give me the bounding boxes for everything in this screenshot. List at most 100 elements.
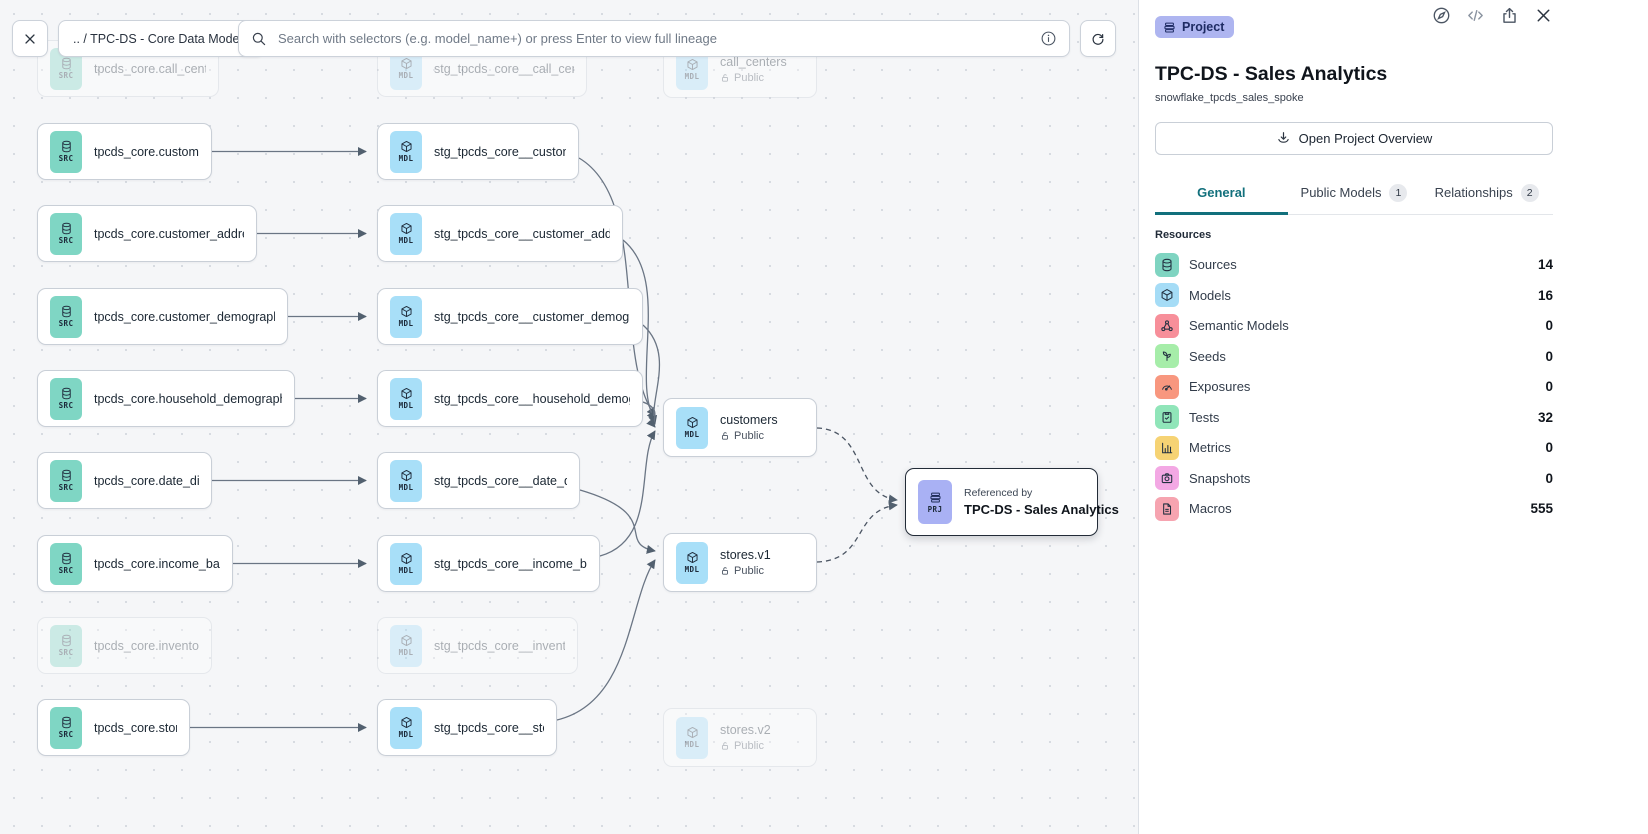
share-button[interactable]: [1500, 6, 1519, 25]
node-label: tpcds_core.inventory: [94, 638, 199, 653]
macro-icon: [1155, 496, 1179, 521]
resource-row-snapshots[interactable]: Snapshots 0: [1155, 463, 1553, 494]
node-label: stores.v2: [720, 723, 771, 737]
access-badge: Public: [720, 565, 771, 577]
graph-node-stg-customer-address[interactable]: MDL stg_tpcds_core__customer_address: [377, 205, 623, 262]
semantic-model-icon: [1155, 313, 1179, 338]
graph-node-stg-customer[interactable]: MDL stg_tpcds_core__customer: [377, 123, 579, 180]
node-type-label: SRC: [58, 71, 74, 80]
node-type-label: SRC: [58, 236, 74, 245]
node-type-label: MDL: [398, 730, 414, 739]
node-type-label: SRC: [58, 483, 74, 492]
node-type-label: SRC: [58, 648, 74, 657]
resource-count: 0: [1545, 470, 1553, 486]
close-lineage-button[interactable]: [12, 20, 48, 57]
refresh-icon: [1092, 33, 1104, 45]
resource-count: 32: [1537, 409, 1553, 425]
tab-general[interactable]: General: [1155, 175, 1288, 215]
node-label: stg_tpcds_core__customer_address: [434, 226, 610, 241]
model-icon: MDL: [676, 541, 708, 584]
graph-node-src-customer-address[interactable]: SRC tpcds_core.customer_address: [37, 205, 257, 262]
project-icon: PRJ: [918, 480, 952, 524]
project-icon: [1164, 22, 1175, 32]
node-label: tpcds_core.customer_demographics: [94, 309, 275, 324]
public-label: Public: [734, 71, 764, 84]
graph-node-src-inventory[interactable]: SRC tpcds_core.inventory: [37, 617, 212, 674]
graph-node-stores-v1[interactable]: MDL stores.v1 Public: [663, 533, 817, 592]
view-code-button[interactable]: [1466, 6, 1485, 25]
node-label: call_centers: [720, 54, 787, 69]
node-label: stg_tpcds_core__call_center: [434, 61, 574, 76]
graph-node-referenced-project[interactable]: PRJ Referenced by TPC-DS - Sales Analyti…: [905, 468, 1119, 536]
resource-row-tests[interactable]: Tests 32: [1155, 402, 1553, 433]
tab-relationships[interactable]: Relationships 2: [1420, 175, 1553, 215]
model-icon: MDL: [390, 459, 422, 502]
model-icon: MDL: [676, 406, 708, 449]
graph-node-src-household-demographics[interactable]: SRC tpcds_core.household_demographics: [37, 370, 295, 427]
compass-icon: [1433, 7, 1450, 24]
graph-node-src-income-band[interactable]: SRC tpcds_core.income_band: [37, 535, 233, 592]
tab-count-badge: 1: [1389, 183, 1408, 202]
referenced-by-label: Referenced by: [964, 487, 1033, 499]
explore-lineage-button[interactable]: [1432, 6, 1451, 25]
search-input[interactable]: [276, 30, 1031, 47]
overview-icon: [1277, 131, 1289, 143]
node-type-label: SRC: [58, 730, 74, 739]
source-icon: SRC: [50, 377, 82, 420]
resource-row-models[interactable]: Models 16: [1155, 280, 1553, 311]
lineage-search[interactable]: [238, 20, 1070, 57]
graph-node-src-date-dim[interactable]: SRC tpcds_core.date_dim: [37, 452, 212, 509]
close-panel-button[interactable]: [1534, 6, 1553, 25]
tab-count-badge: 2: [1520, 183, 1539, 202]
resource-label: Macros: [1189, 501, 1232, 517]
breadcrumb[interactable]: .. / TPC-DS - Core Data Models: [58, 20, 264, 57]
graph-node-stg-store[interactable]: MDL stg_tpcds_core__store: [377, 699, 557, 756]
resource-row-exposures[interactable]: Exposures 0: [1155, 372, 1553, 403]
share-icon: [1503, 7, 1516, 23]
node-type-label: MDL: [398, 71, 414, 80]
node-label: tpcds_core.customer: [94, 144, 199, 159]
node-type-label: SRC: [58, 154, 74, 163]
access-badge: Public: [720, 72, 787, 84]
graph-node-stg-date-dim[interactable]: MDL stg_tpcds_core__date_dim: [377, 452, 580, 509]
resource-row-semantic-models[interactable]: Semantic Models 0: [1155, 311, 1553, 342]
snapshot-icon: [1155, 466, 1179, 491]
resource-row-sources[interactable]: Sources 14: [1155, 250, 1553, 281]
resources-list: Sources 14 Models 16 Semantic Models 0: [1155, 250, 1553, 525]
graph-node-stores-v2[interactable]: MDL stores.v2 Public: [663, 708, 817, 767]
graph-node-stg-customer-demographics[interactable]: MDL stg_tpcds_core__customer_demogra…: [377, 288, 643, 345]
node-type-label: SRC: [58, 566, 74, 575]
graph-node-customers[interactable]: MDL customers Public: [663, 398, 817, 457]
node-label: tpcds_core.income_band: [94, 556, 220, 571]
graph-node-stg-household-demographics[interactable]: MDL stg_tpcds_core__household_demogr…: [377, 370, 643, 427]
button-label: Open Project Overview: [1298, 130, 1433, 146]
resource-row-metrics[interactable]: Metrics 0: [1155, 433, 1553, 464]
public-label: Public: [734, 740, 764, 752]
page-title: TPC-DS - Sales Analytics: [1155, 62, 1388, 85]
tab-label: Public Models: [1300, 185, 1382, 200]
resource-label: Seeds: [1189, 348, 1226, 364]
tab-public-models[interactable]: Public Models 1: [1288, 175, 1421, 215]
graph-node-src-store[interactable]: SRC tpcds_core.store: [37, 699, 190, 756]
node-type-label: MDL: [398, 401, 414, 410]
tab-label: Relationships: [1434, 185, 1513, 200]
source-icon: SRC: [50, 212, 82, 255]
graph-node-src-customer-demographics[interactable]: SRC tpcds_core.customer_demographics: [37, 288, 288, 345]
node-type-label: MDL: [398, 483, 414, 492]
lock-open-icon: [722, 567, 728, 575]
node-type-label: MDL: [398, 319, 414, 328]
model-icon: MDL: [390, 130, 422, 173]
node-label: tpcds_core.store: [94, 720, 177, 735]
graph-node-stg-inventory[interactable]: MDL stg_tpcds_core__inventory: [377, 617, 578, 674]
project-details-panel: Project TPC-DS - Sales Analytics snowfla…: [1138, 0, 1648, 834]
resource-row-seeds[interactable]: Seeds 0: [1155, 341, 1553, 372]
refresh-lineage-button[interactable]: [1080, 20, 1116, 57]
info-icon[interactable]: [1040, 30, 1057, 47]
graph-node-stg-income-band[interactable]: MDL stg_tpcds_core__income_band: [377, 535, 600, 592]
resource-row-macros[interactable]: Macros 555: [1155, 494, 1553, 525]
close-icon: [25, 33, 35, 44]
graph-node-src-customer[interactable]: SRC tpcds_core.customer: [37, 123, 212, 180]
open-project-overview-button[interactable]: Open Project Overview: [1155, 121, 1553, 155]
code-icon: [1468, 10, 1483, 21]
node-label: stg_tpcds_core__income_band: [434, 556, 587, 571]
